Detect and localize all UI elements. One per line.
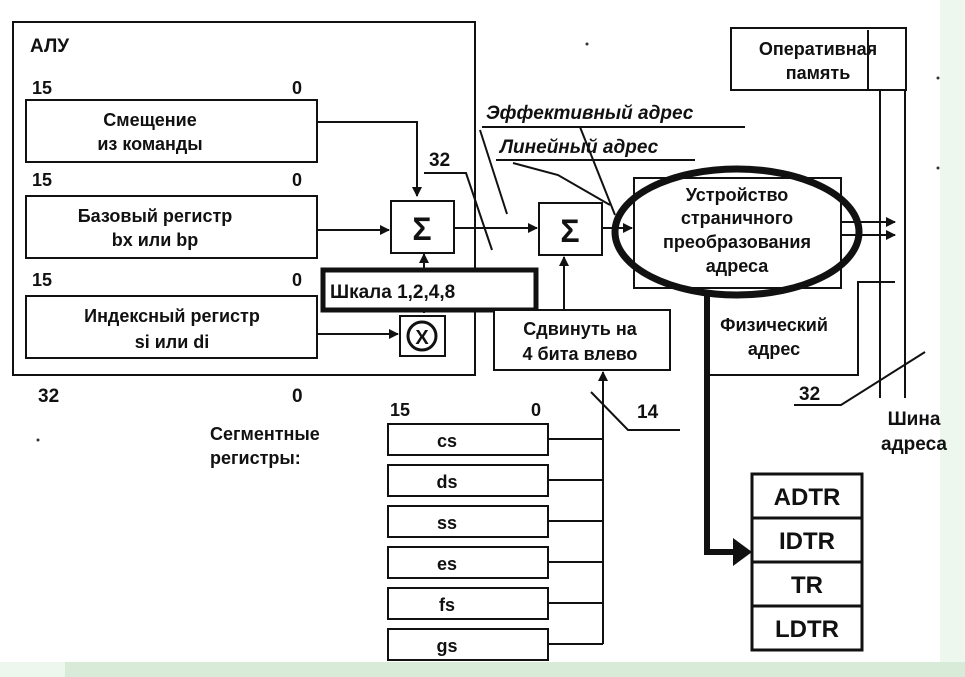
segment-register-label: ss <box>437 513 457 533</box>
effective-address-pointer-2 <box>579 126 616 216</box>
system-register-tr <box>750 560 864 608</box>
address-bus-label-1: Шина <box>888 409 941 430</box>
index-bits-hi: 15 <box>32 270 52 290</box>
segment-register-label: es <box>437 554 457 574</box>
segment-register-fs <box>387 587 549 620</box>
system-register-label: IDTR <box>779 528 835 555</box>
base-label-2: bx или bp <box>112 230 199 250</box>
ram-label-2: память <box>786 63 851 83</box>
index-label-1: Индексный регистр <box>84 306 260 326</box>
shift-box <box>493 309 671 371</box>
system-register-idtr <box>750 516 864 564</box>
segment-register-ds <box>387 464 549 497</box>
segment-register-label: ds <box>436 472 457 492</box>
segment-register-cs <box>387 423 549 456</box>
multiplier-symbol: X <box>415 327 429 349</box>
linear-address-label: Линейный адрес <box>498 137 659 158</box>
shift-label-1: Сдвинуть на <box>523 319 637 339</box>
index-register <box>25 295 318 359</box>
bottom-bar <box>65 662 965 677</box>
alu-width-hi: 32 <box>38 386 59 407</box>
paging-unit-highlight <box>611 165 863 299</box>
segment-bits-lo: 0 <box>531 400 541 420</box>
offset-bits-lo: 0 <box>292 78 302 98</box>
multiplier <box>406 320 438 352</box>
alu-title: АЛУ <box>30 36 69 57</box>
system-register-label: ADTR <box>774 484 841 511</box>
segment-registers-label-2: регистры: <box>210 448 301 468</box>
base-label-1: Базовый регистр <box>78 206 233 226</box>
system-register-label: LDTR <box>775 616 839 643</box>
adder-1-sigma: Σ <box>412 211 431 247</box>
offset-register <box>25 99 318 163</box>
alu-width-lo: 0 <box>292 386 303 407</box>
scale-label: Шкала 1,2,4,8 <box>330 282 455 303</box>
segment-register-label: fs <box>439 595 455 615</box>
bus-width-14-label: 14 <box>637 402 659 423</box>
physical-address-label-2: адрес <box>748 339 800 359</box>
segment-register-label: cs <box>437 431 457 451</box>
scale-box <box>320 267 539 313</box>
index-bits-lo: 0 <box>292 270 302 290</box>
system-register-label: TR <box>791 572 823 599</box>
base-register <box>25 195 318 259</box>
system-registers-arrowhead <box>733 538 752 566</box>
segment-registers-label-1: Сегментные <box>210 424 320 444</box>
bus-width-tick-3 <box>590 391 680 431</box>
segment-register-es <box>387 546 549 579</box>
paging-unit-label-2: страничного <box>681 208 793 228</box>
bus-width-tick-2 <box>794 351 926 406</box>
system-register-adtr <box>750 472 864 520</box>
segment-register-ss <box>387 505 549 538</box>
scan-dot <box>36 438 40 442</box>
bus-width-32-label-2: 32 <box>799 384 820 405</box>
offset-label-2: из команды <box>97 134 202 154</box>
alu-block: АЛУ 15 0 Смещение из команды 15 0 Базовы… <box>12 21 476 376</box>
scan-dot <box>936 76 940 80</box>
adder-2 <box>538 202 603 256</box>
scan-dot <box>936 166 940 170</box>
ram-label-1: Оперативная <box>759 39 877 59</box>
paging-unit-box <box>633 177 842 289</box>
system-register-ldtr <box>750 604 864 652</box>
segment-register-label: gs <box>436 636 457 656</box>
offset-bits-hi: 15 <box>32 78 52 98</box>
physical-address-label-1: Физический <box>720 315 828 335</box>
segment-register-gs <box>387 628 549 661</box>
address-bus-label-2: адреса <box>881 434 947 455</box>
offset-to-adder-line <box>317 121 422 197</box>
system-registers-arrow <box>704 290 738 555</box>
base-bits-lo: 0 <box>292 170 302 190</box>
effective-address-pointer <box>479 129 508 215</box>
bus-width-32-label: 32 <box>429 150 450 171</box>
segment-bits-hi: 15 <box>390 400 410 420</box>
offset-label-1: Смещение <box>103 110 196 130</box>
linear-address-pointer <box>512 162 611 206</box>
scan-dot <box>585 42 589 46</box>
bus-width-tick-1 <box>424 172 493 251</box>
index-label-2: si или di <box>135 332 210 352</box>
adder-2-sigma: Σ <box>560 213 579 249</box>
paging-unit-label-4: адреса <box>706 256 769 276</box>
base-bits-hi: 15 <box>32 170 52 190</box>
paging-unit-label-3: преобразования <box>663 232 811 252</box>
paging-unit-label-1: Устройство <box>686 185 789 205</box>
system-register-list: ADTR IDTR TR LDTR <box>750 472 864 652</box>
effective-address-label: Эффективный адрес <box>486 103 694 124</box>
ram-box <box>730 27 907 91</box>
shift-label-2: 4 бита влево <box>523 344 638 364</box>
segment-register-list: cs ds ss es fs gs <box>387 423 604 661</box>
